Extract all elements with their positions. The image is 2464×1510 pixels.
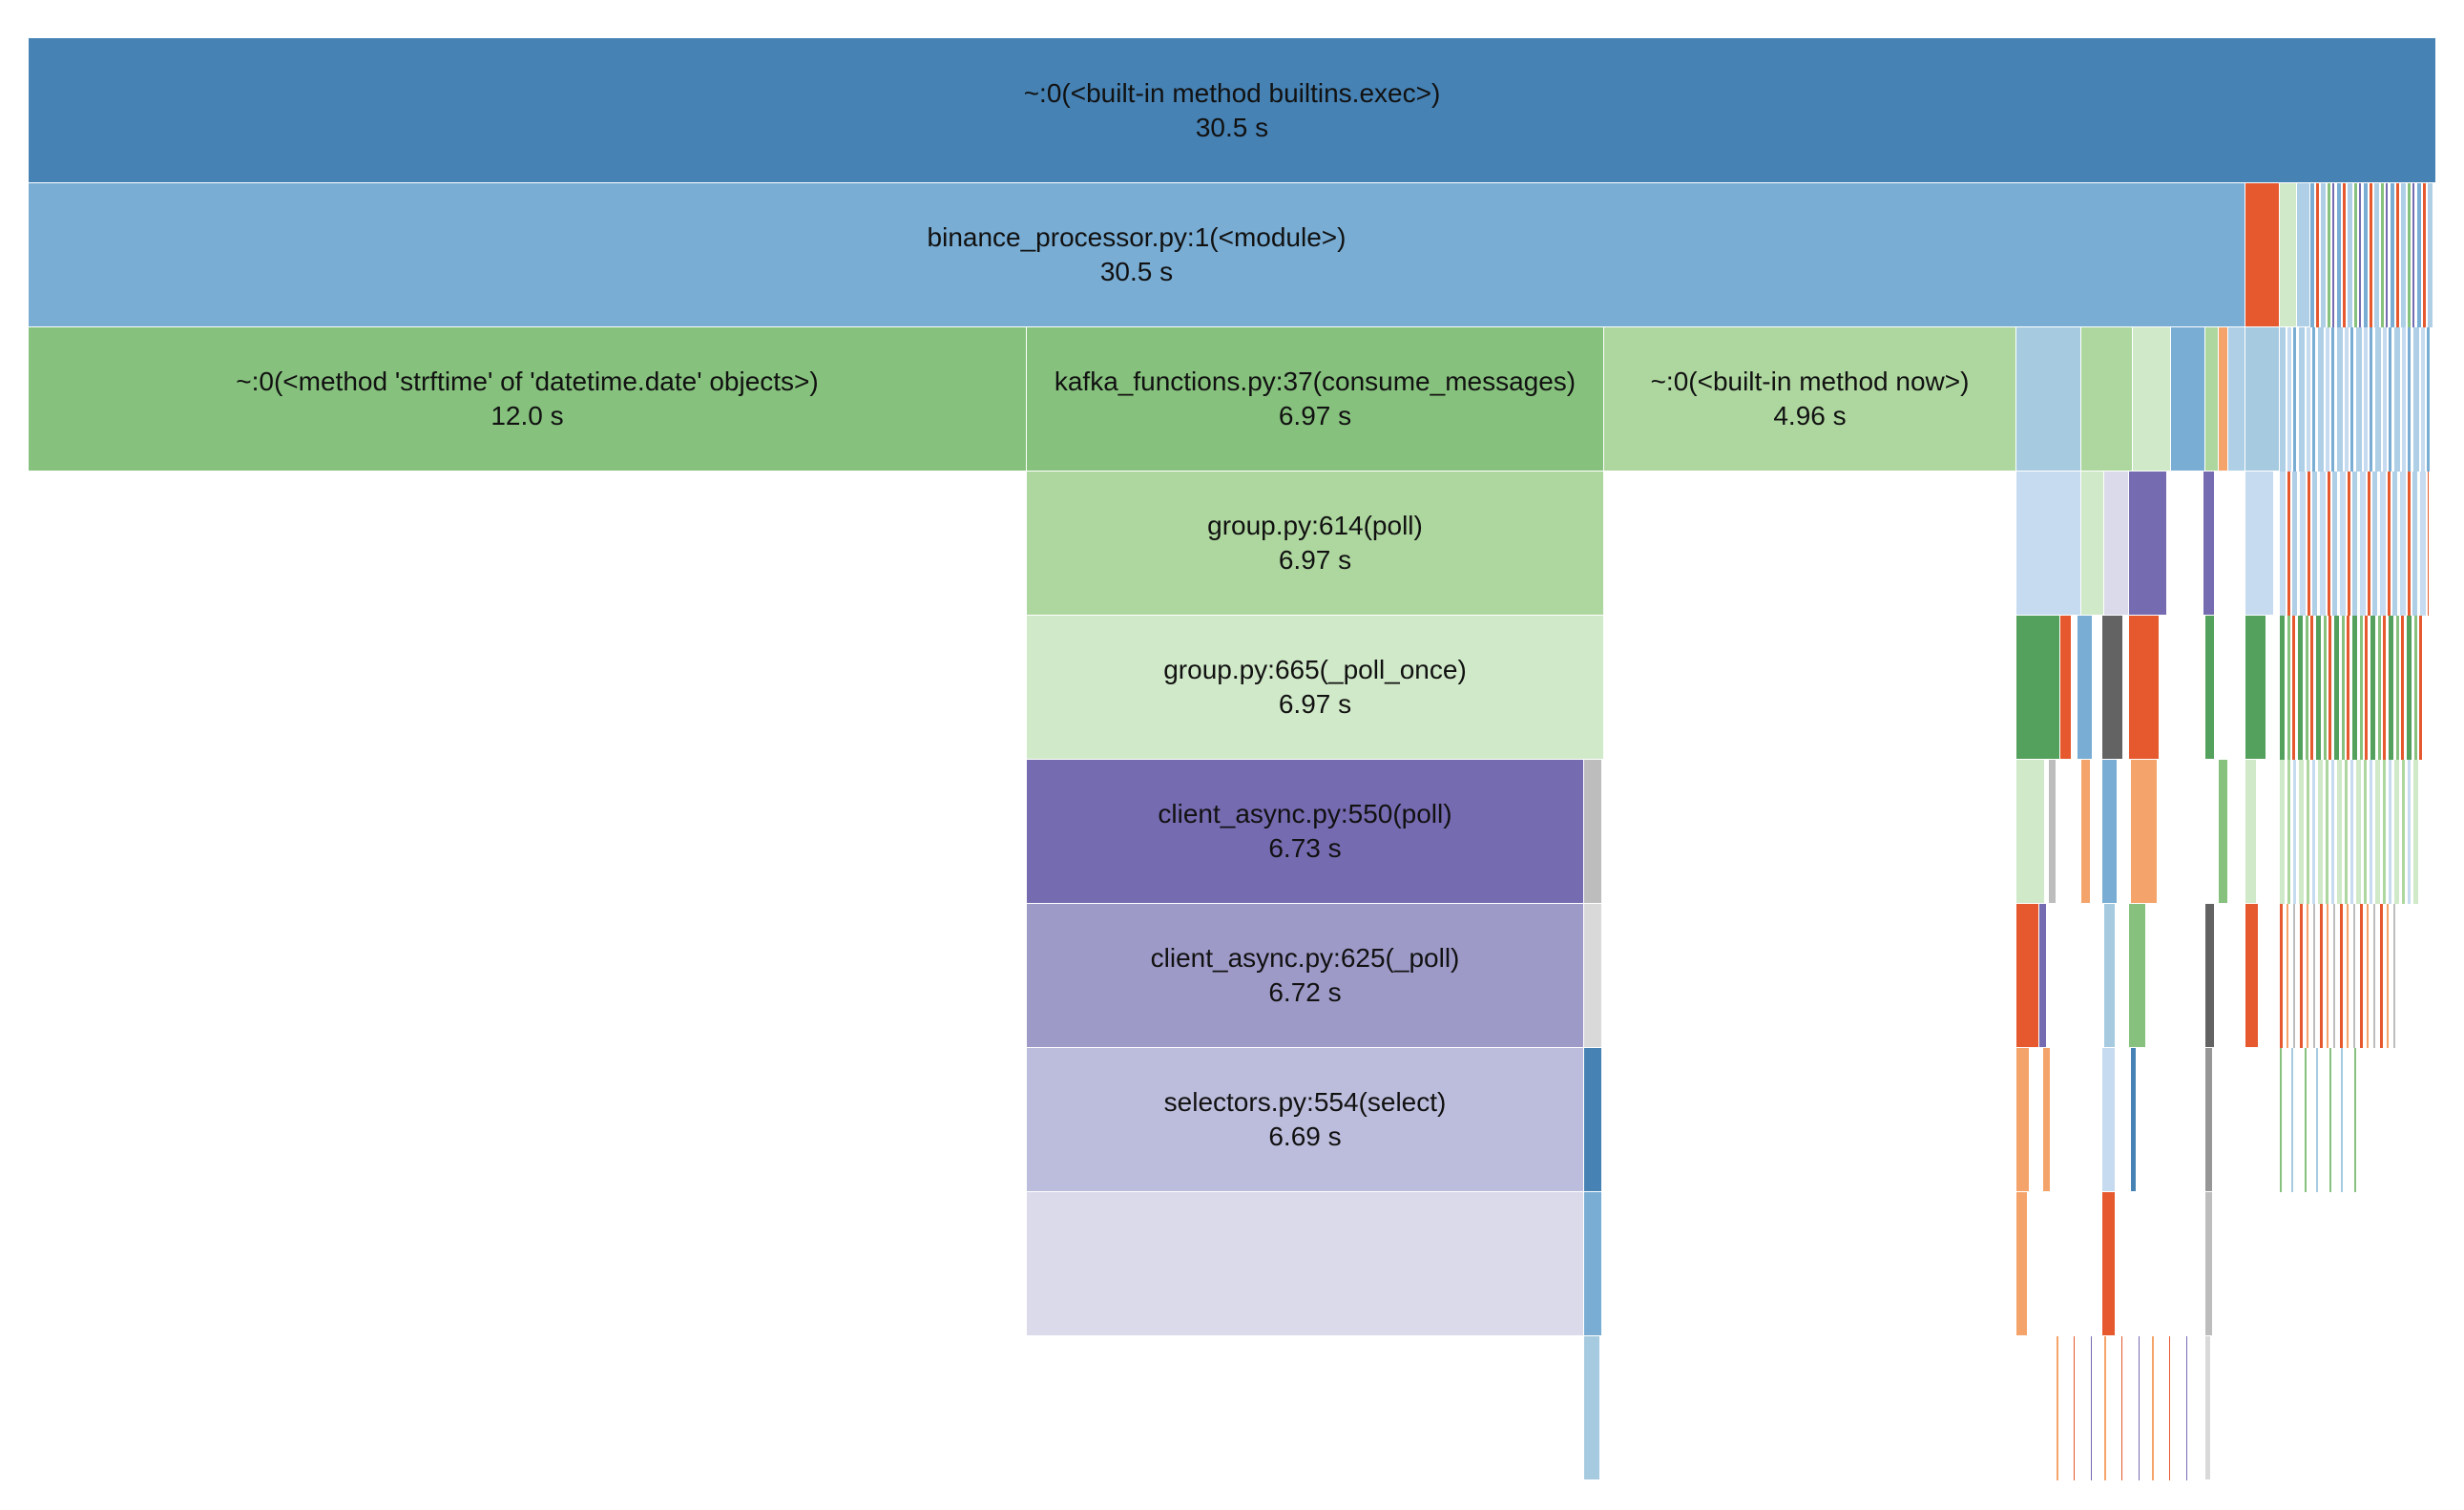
thin-frames — [2280, 760, 2421, 904]
frame-narrow[interactable] — [2104, 472, 2129, 616]
frame-narrow[interactable] — [2205, 1048, 2213, 1192]
frame-narrow[interactable] — [1584, 1336, 1600, 1480]
frame-narrow[interactable] — [1584, 904, 1602, 1048]
frame-narrow[interactable] — [2078, 616, 2093, 760]
frame-time: 12.0 s — [491, 401, 564, 430]
frame-narrow[interactable] — [1584, 760, 1602, 904]
frame-time: 6.69 s — [1268, 1122, 1342, 1151]
frame-time: 30.5 s — [1099, 257, 1174, 286]
thin-frames — [2280, 327, 2433, 472]
frame-narrow[interactable] — [2060, 616, 2072, 760]
frame-narrow[interactable] — [2219, 760, 2228, 904]
frame-builtins-exec[interactable]: ~:0(<built-in method builtins.exec>) 30.5… — [29, 38, 2436, 183]
frame-narrow[interactable] — [2016, 1048, 2030, 1192]
frame-narrow[interactable] — [2171, 327, 2205, 472]
frame-narrow[interactable] — [1584, 1192, 1602, 1336]
frame-narrow[interactable] — [2016, 760, 2045, 904]
frame-label: ~:0(<method 'strftime' of 'datetime.date… — [236, 367, 819, 396]
frame-label: ~:0(<built-in method builtins.exec>) — [1023, 77, 1441, 108]
frame-narrow[interactable] — [2104, 904, 2116, 1048]
thin-frames — [2280, 1048, 2360, 1192]
frame-binance-processor-module[interactable]: binance_processor.py:1(<module>) 30.5 s — [29, 183, 2245, 327]
frame-narrow[interactable] — [2081, 472, 2104, 616]
frame-label: group.py:614(poll) — [1207, 511, 1423, 540]
frame-label: ~:0(<built-in method now>) — [1650, 367, 1970, 396]
frame-narrow[interactable] — [2205, 1336, 2211, 1480]
frame-narrow[interactable] — [2129, 616, 2160, 760]
frame-narrow[interactable] — [2016, 1192, 2028, 1336]
frame-label: client_async.py:625(_poll) — [1150, 943, 1460, 973]
frame-narrow[interactable] — [2203, 472, 2215, 616]
frame-time: 30.5 s — [1195, 112, 1269, 142]
frame-consume-messages[interactable]: kafka_functions.py:37(consume_messages) 6… — [1027, 327, 1604, 472]
thin-frames — [2057, 1336, 2190, 1480]
frame-narrow[interactable] — [2205, 327, 2219, 472]
frame-selectors-select[interactable]: selectors.py:554(select) 6.69 s — [1027, 1048, 1584, 1192]
frame-narrow[interactable] — [2280, 183, 2297, 327]
frame-strftime[interactable]: ~:0(<method 'strftime' of 'datetime.date… — [29, 327, 1027, 472]
frame-time: 6.97 s — [1278, 401, 1352, 430]
frame-narrow[interactable] — [2102, 1048, 2116, 1192]
frame-narrow[interactable] — [2043, 1048, 2051, 1192]
frame-narrow[interactable] — [2205, 616, 2215, 760]
frame-time: 6.97 s — [1278, 689, 1352, 719]
frame-label: client_async.py:550(poll) — [1158, 799, 1452, 828]
frame-narrow[interactable] — [2102, 760, 2118, 904]
frame-narrow[interactable] — [2219, 327, 2228, 472]
frame-narrow[interactable] — [2131, 760, 2158, 904]
frame-narrow[interactable] — [2245, 183, 2280, 327]
thin-frames — [2280, 472, 2429, 616]
frame-narrow[interactable] — [2245, 616, 2266, 760]
frame-group-poll-once[interactable]: group.py:665(_poll_once) 6.97 s — [1027, 616, 1604, 760]
frame-narrow[interactable] — [2081, 760, 2091, 904]
frame-client-async-poll-inner[interactable]: client_async.py:625(_poll) 6.72 s — [1027, 904, 1584, 1048]
frame-narrow[interactable] — [2102, 1192, 2116, 1336]
thin-frames — [2280, 616, 2425, 760]
frame-narrow[interactable] — [2297, 183, 2310, 327]
frame-narrow[interactable] — [2016, 904, 2039, 1048]
frame-narrow[interactable] — [2245, 472, 2274, 616]
frame-narrow[interactable] — [2205, 904, 2215, 1048]
frame-narrow[interactable] — [2102, 616, 2123, 760]
frame-client-async-poll[interactable]: client_async.py:550(poll) 6.73 s — [1027, 760, 1584, 904]
frame-label: binance_processor.py:1(<module>) — [927, 222, 1347, 252]
frame-narrow[interactable] — [2131, 1048, 2137, 1192]
frame-unlabeled[interactable] — [1027, 1192, 1584, 1336]
thin-frames — [2280, 904, 2398, 1048]
thin-frames — [2310, 183, 2434, 327]
frame-narrow[interactable] — [2245, 327, 2280, 472]
frame-builtin-now[interactable]: ~:0(<built-in method now>) 4.96 s — [1604, 327, 2016, 472]
frame-narrow[interactable] — [2133, 327, 2171, 472]
frame-label: selectors.py:554(select) — [1163, 1087, 1447, 1117]
frame-narrow[interactable] — [2228, 327, 2245, 472]
frame-narrow[interactable] — [2245, 904, 2259, 1048]
frame-time: 6.97 s — [1278, 545, 1352, 575]
frame-narrow[interactable] — [2129, 472, 2167, 616]
frame-narrow[interactable] — [2016, 616, 2060, 760]
frame-time: 6.73 s — [1268, 833, 1342, 863]
frame-narrow[interactable] — [2049, 760, 2057, 904]
frame-narrow[interactable] — [2081, 327, 2133, 472]
frame-time: 6.72 s — [1268, 977, 1342, 1007]
frame-time: 4.96 s — [1773, 401, 1847, 430]
frame-narrow[interactable] — [1584, 1048, 1602, 1192]
frame-group-poll[interactable]: group.py:614(poll) 6.97 s — [1027, 472, 1604, 616]
frame-narrow[interactable] — [2039, 904, 2047, 1048]
frame-label: kafka_functions.py:37(consume_messages) — [1054, 367, 1577, 396]
frame-narrow[interactable] — [2245, 760, 2257, 904]
frame-narrow[interactable] — [2016, 472, 2081, 616]
frame-narrow[interactable] — [2016, 327, 2081, 472]
frame-label: group.py:665(_poll_once) — [1163, 655, 1467, 684]
frame-narrow[interactable] — [2205, 1192, 2213, 1336]
frame-narrow[interactable] — [2129, 904, 2146, 1048]
